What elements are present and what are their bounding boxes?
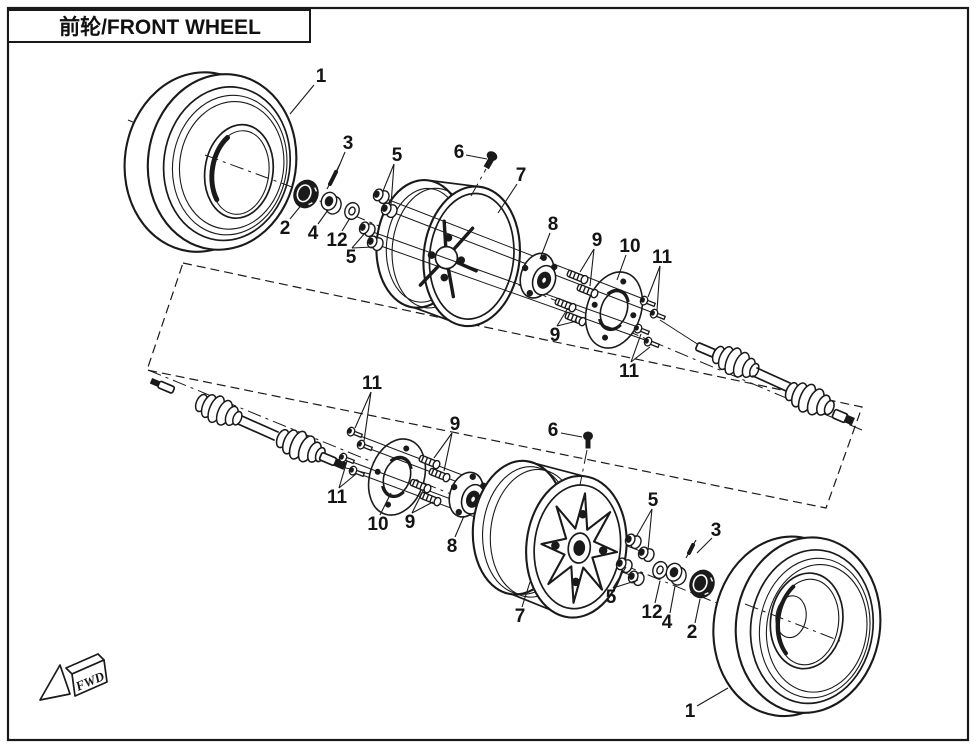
page-border xyxy=(6,6,970,742)
callout-cap-bottom: 2 xyxy=(687,598,701,643)
callout-studs-upper-top: 9 xyxy=(579,230,603,287)
valve-stem-top xyxy=(470,151,498,197)
tire-top-centerline xyxy=(204,154,293,188)
tire-bottom xyxy=(712,535,882,718)
rim-bottom xyxy=(471,459,628,619)
title-box xyxy=(7,9,311,43)
callout-lugnuts-upper-bottom: 5 xyxy=(635,490,659,551)
hub-cap-bottom xyxy=(685,565,719,603)
svg-text:3: 3 xyxy=(711,520,722,541)
svg-text:5: 5 xyxy=(606,587,617,608)
callout-washer-top: 12 xyxy=(326,217,351,251)
lug-nut-top-3 xyxy=(356,219,378,239)
svg-text:1: 1 xyxy=(316,66,327,87)
wheel-stud-top-2 xyxy=(575,282,600,300)
svg-text:5: 5 xyxy=(648,490,659,511)
disc-bolt-bottom-1 xyxy=(345,425,364,441)
fwd-direction-arrow: FWD xyxy=(39,653,108,701)
callout-tire-bottom: 1 xyxy=(685,687,729,722)
svg-text:9: 9 xyxy=(405,512,416,533)
hub-cap-top xyxy=(289,175,323,213)
stud-guide-lines-top xyxy=(369,197,652,341)
tire-bottom-centerline xyxy=(744,603,841,642)
cotter-pin-bottom xyxy=(685,539,697,559)
wheel-stud-top-4 xyxy=(563,310,588,328)
callout-bolts-lower-bottom: 11 xyxy=(327,460,357,508)
callout-bolts-upper-top: 11 xyxy=(647,247,673,312)
svg-text:2: 2 xyxy=(280,218,291,239)
page-title: 前轮/FRONT WHEEL xyxy=(59,15,261,39)
callout-nut-top: 4 xyxy=(308,209,329,244)
svg-text:12: 12 xyxy=(641,602,662,623)
callout-bolts-upper-bottom: 11 xyxy=(354,373,383,442)
svg-text:11: 11 xyxy=(327,487,348,508)
svg-text:2: 2 xyxy=(687,622,698,643)
callout-lugnuts-lower-top: 5 xyxy=(346,232,374,268)
callout-disc-bottom: 10 xyxy=(367,492,392,535)
callout-lugnuts-lower-bottom: 5 xyxy=(606,566,639,608)
wheel-stud-top-1 xyxy=(565,268,590,286)
lug-nut-bottom-2 xyxy=(635,544,657,564)
washer-top xyxy=(341,199,363,223)
callout-studs-lower-bottom: 9 xyxy=(405,488,434,533)
callouts-bottom: 11 9 6 11 10 9 xyxy=(327,373,729,722)
valve-stem-bottom xyxy=(579,431,593,486)
callout-cap-top: 2 xyxy=(280,202,304,239)
callout-nut-bottom: 4 xyxy=(662,585,676,633)
callouts-top: 1 3 5 6 7 2 xyxy=(280,66,673,382)
svg-text:11: 11 xyxy=(619,361,640,382)
callout-disc-top: 10 xyxy=(616,236,641,281)
callout-pin-top: 3 xyxy=(336,133,354,172)
svg-text:4: 4 xyxy=(662,612,673,633)
svg-text:8: 8 xyxy=(447,536,458,557)
tire-top xyxy=(123,71,298,253)
wheel-stud-top-3 xyxy=(553,296,578,314)
disc-bolt-top-2 xyxy=(648,307,667,323)
wheel-stud-bottom-4 xyxy=(418,490,443,508)
svg-text:5: 5 xyxy=(346,247,357,268)
top-wheel-assembly: 1 3 5 6 7 2 xyxy=(123,66,855,426)
callout-rim-bottom: 7 xyxy=(515,581,531,627)
svg-text:11: 11 xyxy=(362,373,383,394)
svg-text:5: 5 xyxy=(392,145,403,166)
svg-text:9: 9 xyxy=(592,230,603,251)
callout-studs-upper-bottom: 9 xyxy=(433,414,461,472)
lug-nut-top-1 xyxy=(370,186,392,206)
disc-bolt-top-4 xyxy=(642,335,661,351)
callout-pin-bottom: 3 xyxy=(696,520,722,554)
bottom-wheel-assembly: 11 9 6 11 10 9 xyxy=(149,373,882,722)
svg-text:12: 12 xyxy=(326,230,347,251)
svg-text:3: 3 xyxy=(343,133,354,154)
callout-lugnuts-upper-top: 5 xyxy=(382,145,403,206)
brake-disc-bottom xyxy=(357,430,437,524)
callout-valve-top: 6 xyxy=(454,142,488,163)
axle-nut-top xyxy=(317,189,345,217)
wheel-hub-top xyxy=(513,247,564,305)
svg-text:10: 10 xyxy=(619,236,640,257)
cv-axle-top xyxy=(659,319,855,426)
callout-hub-top: 8 xyxy=(539,214,559,260)
svg-text:9: 9 xyxy=(450,414,461,435)
callout-valve-bottom: 6 xyxy=(548,420,583,441)
svg-text:10: 10 xyxy=(367,514,388,535)
svg-text:8: 8 xyxy=(548,214,559,235)
callout-tire-top: 1 xyxy=(289,66,327,115)
callout-rim-top: 7 xyxy=(497,165,527,214)
svg-text:4: 4 xyxy=(308,223,319,244)
svg-text:6: 6 xyxy=(454,142,465,163)
svg-text:6: 6 xyxy=(548,420,559,441)
svg-text:9: 9 xyxy=(550,325,561,346)
svg-text:11: 11 xyxy=(652,247,673,268)
disc-bolt-bottom-2 xyxy=(355,438,374,454)
callout-studs-lower-top: 9 xyxy=(550,307,578,346)
callout-washer-bottom: 12 xyxy=(641,580,663,623)
svg-text:7: 7 xyxy=(516,165,527,186)
callout-hub-bottom: 8 xyxy=(447,515,465,557)
lug-nut-bottom-4 xyxy=(625,568,647,588)
svg-text:1: 1 xyxy=(685,701,696,722)
callout-bolts-lower-top: 11 xyxy=(619,333,651,382)
svg-text:7: 7 xyxy=(515,606,526,627)
title-block: 前轮/FRONT WHEEL xyxy=(7,9,311,43)
